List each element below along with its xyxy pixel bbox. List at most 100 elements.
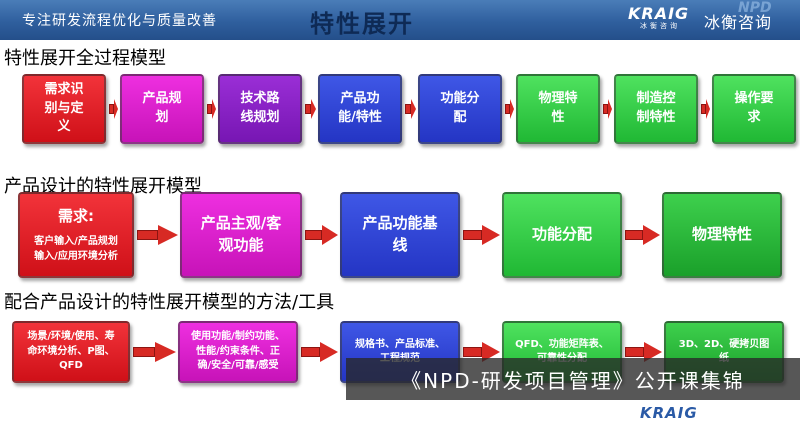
arrow-shaft [133, 347, 155, 357]
flow-box-0-4: 功能分配 [418, 74, 502, 144]
flow-box-line: 需求: [58, 206, 94, 225]
flow-box-line: 产品规 [142, 91, 182, 107]
flow-box-1-1: 产品主观/客观功能 [180, 192, 302, 278]
flow-box-line: 命环境分析、P图、 [27, 345, 115, 357]
flow-box-text: 产品规划 [142, 90, 181, 128]
flow-box-line: 功能分 [440, 91, 480, 107]
arrow-shaft [137, 230, 158, 240]
flow-box-0-1: 产品规划 [120, 74, 204, 144]
flow-box-text: 使用功能/制约功能、性能/约束条件、正确/安全/可靠/感受 [191, 330, 285, 374]
arrow-head [113, 99, 118, 119]
flow-box-line: 配 [453, 110, 467, 125]
flow-box-text: 需求: 客户输入/产品规划输入/应用环境分析 [34, 206, 118, 265]
arrow-head [509, 99, 514, 119]
flow-box-line: 产品主观/客 [200, 214, 282, 233]
flow-box-line: 场景/环境/使用、寿 [27, 331, 115, 343]
flow-box-line: 功能分配 [531, 225, 592, 244]
arrow-shaft [301, 347, 320, 357]
npd-corner-mark: NPD [738, 0, 772, 16]
flow-box-text: 物理特性 [692, 224, 752, 246]
header-tagline: 专注研发流程优化与质量改善 [22, 13, 217, 29]
flow-box-line: 义 [57, 119, 71, 135]
flow-box-line: 性能/约束条件、正 [196, 345, 280, 357]
bottom-kraig-logo: KRAIG [640, 404, 698, 422]
flow-box-0-6: 制造控制特性 [614, 74, 698, 144]
flow-box-line [34, 227, 118, 235]
arrow-head [319, 342, 338, 362]
flow-box-0-5: 物理特性 [516, 74, 600, 144]
section-title-methods-tools: 配合产品设计的特性展开模型的方法/工具 [4, 292, 335, 313]
course-banner: 《NPD-研发项目管理》公开课集锦 [346, 358, 800, 400]
arrow-shaft [207, 104, 212, 114]
flow-box-line: 输入/应用环境分析 [34, 250, 118, 262]
flow-box-line: 产品功能基 [362, 214, 438, 233]
flow-box-line: 划 [155, 110, 169, 125]
flow-box-line: QFD、功能矩阵表、 [515, 338, 609, 350]
company-name: 冰衡咨询 [704, 13, 773, 32]
flow-box-1-3: 功能分配 [502, 192, 622, 278]
flow-box-text: 产品功能基线 [362, 213, 437, 257]
arrow-head [481, 342, 500, 362]
arrow-shaft [625, 347, 644, 357]
flow-box-0-3: 产品功能/特性 [318, 74, 402, 144]
flow-box-0-2: 技术路线规划 [218, 74, 302, 144]
flow-box-0-0: 需求识别与定义 [22, 74, 106, 144]
flow-box-text: 功能分配 [532, 224, 592, 246]
arrow-head [321, 225, 338, 245]
kraig-logo: KRAIG 冰衡咨询 [628, 6, 692, 32]
flow-box-1-0: 需求: 客户输入/产品规划输入/应用环境分析 [18, 192, 134, 278]
arrow-shaft [625, 230, 643, 240]
arrow-shaft [701, 104, 706, 114]
arrow-shaft [305, 104, 311, 114]
flow-box-line: 制特性 [636, 110, 676, 125]
flow-box-line: 观功能 [218, 236, 264, 254]
flow-box-line: 性 [551, 110, 565, 125]
arrow-head [154, 342, 176, 362]
arrow-head [310, 99, 316, 119]
page-title: 特性展开 [310, 10, 414, 38]
flow-box-line: 规格书、产品标准、 [355, 338, 445, 350]
arrow-head [643, 342, 662, 362]
flow-box-text: 功能分配 [440, 90, 479, 128]
flow-box-line: 物理特 [538, 91, 578, 107]
flow-box-1-4: 物理特性 [662, 192, 782, 278]
arrow-head [481, 225, 500, 245]
flow-box-line: 使用功能/制约功能、 [191, 331, 285, 343]
flow-box-line: 线 [392, 236, 408, 254]
arrow-head [705, 99, 710, 119]
flow-box-line: 客户输入/产品规划 [34, 236, 118, 248]
arrow-head [642, 225, 660, 245]
flow-box-2-1: 使用功能/制约功能、性能/约束条件、正确/安全/可靠/感受 [178, 321, 298, 383]
flow-box-line: 线规划 [240, 110, 280, 125]
flow-box-line: 产品功 [340, 91, 380, 107]
flow-box-line: 操作要 [734, 91, 774, 107]
header-band: 专注研发流程优化与质量改善 特性展开 KRAIG 冰衡咨询 冰衡咨询 NPD [0, 0, 800, 40]
flow-box-line: 需求识 [44, 81, 84, 97]
flow-box-line: 别与定 [44, 100, 84, 116]
flow-box-0-7: 操作要求 [712, 74, 796, 144]
flow-box-line: 物理特性 [691, 225, 752, 244]
flow-box-text: 产品功能/特性 [338, 90, 382, 128]
flow-box-line: 制造控 [636, 91, 676, 107]
flow-box-line: 技术路 [240, 91, 280, 107]
flow-box-text: 制造控制特性 [636, 90, 675, 128]
arrow-shaft [505, 104, 510, 114]
arrow-shaft [463, 230, 482, 240]
arrow-head [211, 99, 216, 119]
flow-box-text: 需求识别与定义 [44, 81, 83, 138]
flow-box-line: 能/特性 [338, 110, 382, 125]
arrow-shaft [305, 230, 322, 240]
arrow-head [607, 99, 612, 119]
flow-box-1-2: 产品功能基线 [340, 192, 460, 278]
flow-box-text: 操作要求 [734, 90, 773, 128]
arrow-head [410, 99, 416, 119]
arrow-shaft [405, 104, 411, 114]
flow-box-text: 场景/环境/使用、寿命环境分析、P图、 QFD [27, 330, 114, 374]
arrow-head [157, 225, 178, 245]
flow-box-line: 确/安全/可靠/感受 [197, 360, 279, 372]
logo-sub: 冰衡咨询 [640, 22, 680, 30]
flow-box-line: QFD [59, 360, 83, 372]
arrow-shaft [603, 104, 608, 114]
flow-box-text: 物理特性 [538, 90, 577, 128]
flow-box-text: 产品主观/客观功能 [201, 213, 281, 257]
